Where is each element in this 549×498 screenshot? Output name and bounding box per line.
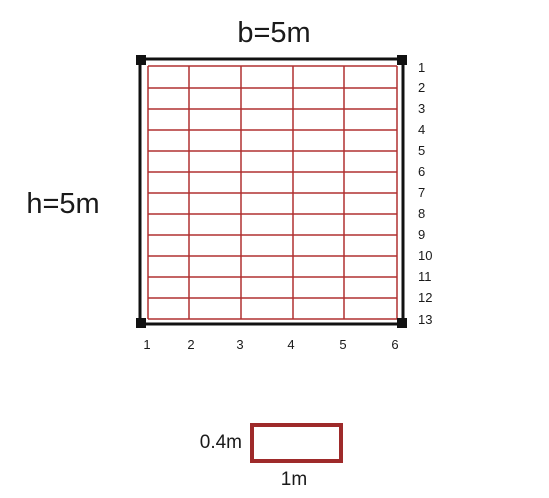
tile-height-label: 0.4m <box>200 432 242 453</box>
row-number: 9 <box>418 227 425 242</box>
row-number: 6 <box>418 164 425 179</box>
column-number: 1 <box>143 337 150 352</box>
corner-post-top-right <box>397 55 407 65</box>
row-number: 8 <box>418 206 425 221</box>
row-number: 3 <box>418 101 425 116</box>
row-number: 7 <box>418 185 425 200</box>
single-tile-sample <box>250 423 343 463</box>
row-number: 4 <box>418 122 425 137</box>
tile-width-label: 1m <box>281 469 307 490</box>
row-number: 5 <box>418 143 425 158</box>
column-number: 5 <box>339 337 346 352</box>
row-number: 2 <box>418 80 425 95</box>
row-number: 10 <box>418 248 432 263</box>
row-number: 11 <box>418 269 432 284</box>
corner-post-bottom-right <box>397 318 407 328</box>
height-label: h=5m <box>26 188 99 220</box>
column-numbers: 1 2 3 4 5 6 <box>143 337 398 352</box>
row-number: 12 <box>418 290 432 305</box>
column-number: 6 <box>391 337 398 352</box>
row-number: 1 <box>418 60 425 75</box>
column-number: 2 <box>187 337 194 352</box>
corner-post-top-left <box>136 55 146 65</box>
row-number: 13 <box>418 312 432 327</box>
width-label: b=5m <box>237 17 310 49</box>
wall-frame <box>138 57 405 326</box>
tile-grid <box>147 65 398 320</box>
column-number: 4 <box>287 337 294 352</box>
column-number: 3 <box>236 337 243 352</box>
corner-post-bottom-left <box>136 318 146 328</box>
